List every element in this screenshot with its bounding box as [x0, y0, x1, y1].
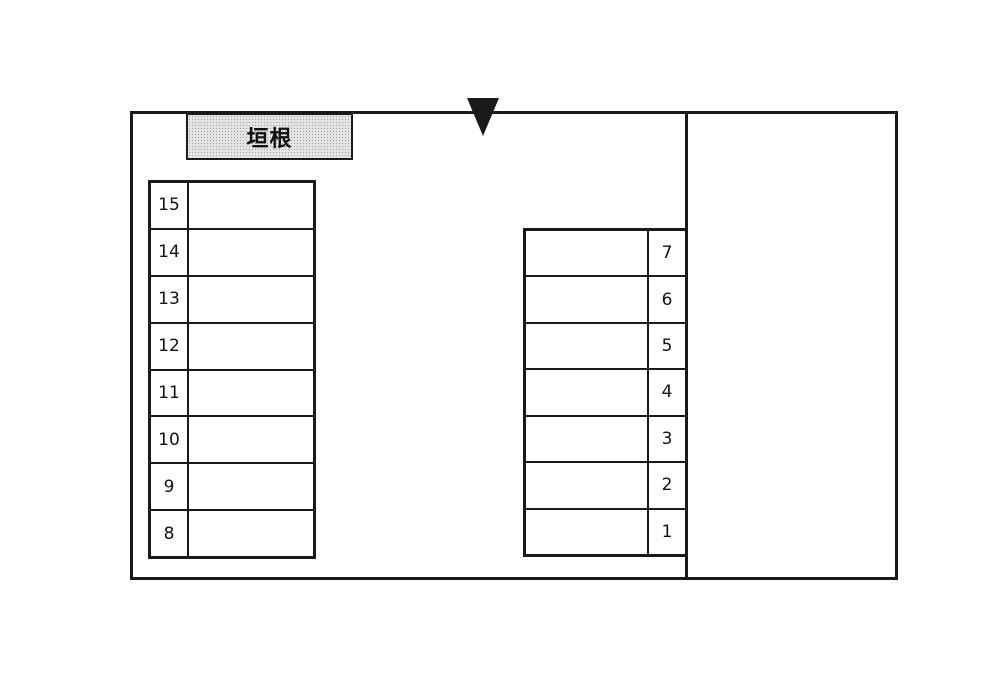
stall-number: 8: [151, 511, 189, 556]
right-stall-column: 7 6 5 4 3 2 1: [523, 228, 688, 557]
stall-space: [189, 464, 313, 509]
stall-number: 1: [647, 509, 685, 554]
entrance-arrow-icon: [467, 98, 499, 136]
stall-space: [189, 371, 313, 416]
parking-stall[interactable]: 15: [151, 183, 313, 230]
stall-number: 7: [647, 231, 685, 276]
stall-space: [189, 230, 313, 275]
stall-space: [526, 370, 647, 414]
parking-stall[interactable]: 12: [151, 323, 313, 371]
stall-number: 14: [151, 229, 189, 275]
parking-stall[interactable]: 2: [526, 463, 685, 510]
stall-number: 10: [151, 417, 189, 463]
stall-number: 15: [151, 183, 189, 228]
stall-number: 13: [151, 276, 189, 322]
stall-number: 9: [151, 464, 189, 510]
stall-number: 2: [647, 463, 685, 508]
stall-space: [189, 277, 313, 322]
parking-stall[interactable]: 3: [526, 416, 685, 464]
parking-stall[interactable]: 1: [526, 509, 685, 554]
fence-area: 垣根: [186, 113, 353, 160]
parking-stall[interactable]: 5: [526, 323, 685, 371]
stall-number: 4: [647, 370, 685, 415]
parking-stall[interactable]: 8: [151, 511, 313, 556]
parking-stall[interactable]: 14: [151, 229, 313, 277]
stall-space: [189, 511, 313, 556]
parking-stall[interactable]: 7: [526, 231, 685, 278]
parking-stall[interactable]: 11: [151, 370, 313, 418]
stall-number: 11: [151, 370, 189, 416]
left-stall-column: 15 14 13 12 11 10 9 8: [148, 180, 316, 559]
stall-space: [526, 417, 647, 461]
stall-space: [526, 277, 647, 321]
stall-space: [189, 417, 313, 462]
stall-space: [526, 324, 647, 368]
parking-lot-outline: [130, 111, 898, 580]
stall-number: 3: [647, 416, 685, 462]
parking-stall[interactable]: 4: [526, 370, 685, 417]
parking-stall[interactable]: 10: [151, 417, 313, 465]
parking-stall[interactable]: 13: [151, 276, 313, 324]
stall-space: [526, 231, 647, 275]
stall-number: 5: [647, 323, 685, 369]
stall-space: [189, 324, 313, 369]
stall-number: 12: [151, 323, 189, 369]
parking-stall[interactable]: 6: [526, 277, 685, 324]
stall-number: 6: [647, 277, 685, 322]
stall-space: [526, 510, 647, 554]
stall-space: [189, 183, 313, 228]
stall-space: [526, 463, 647, 507]
fence-label: 垣根: [246, 126, 293, 152]
parking-stall[interactable]: 9: [151, 464, 313, 512]
